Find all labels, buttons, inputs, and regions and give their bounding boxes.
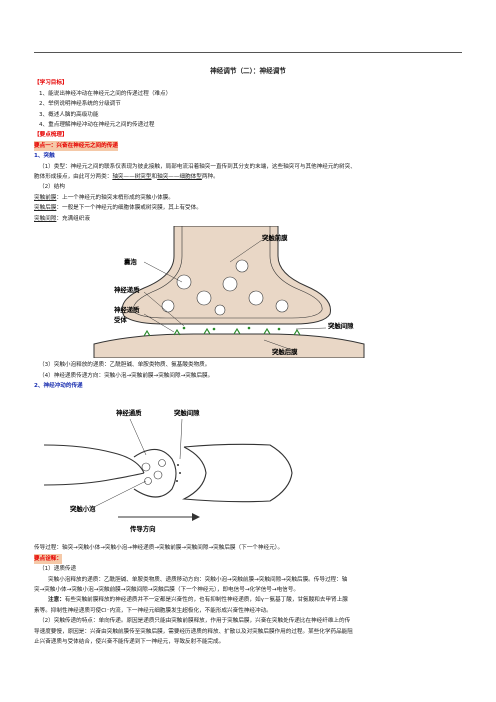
terminal-bulb [133, 449, 177, 498]
sub1-title: 1、突触 [34, 153, 55, 160]
presynaptic-terminal [121, 225, 331, 325]
type-axosomatic: 轴突——细胞体型 [157, 174, 202, 181]
impulse-diagram: 神经通质 突触间隙 突触小泡 传导方向 [34, 393, 462, 541]
post-membrane-label: 突触后膜 [34, 205, 57, 212]
post-membrane-line: 突触后膜：一般是下一个神经元的细胞体膜或树突膜，其上有受体。 [34, 203, 462, 213]
note-line2: 素等。抑制性神经递质可使Cl⁻内流，下一神经元细胞膜发生超极化，不能形成兴奋性神… [34, 607, 272, 614]
page-title: 神经调节（二）：神经调节 [210, 67, 286, 75]
cleft-label: 突触间隙 [34, 215, 57, 222]
transmit-process: 传导过程：轴突→突触小体→突触小泡→神经递质→突触前膜→突触间隙→突触后膜（下一… [34, 545, 284, 552]
exp2-line1: （2）突触传递的特点：单向传递。原因是递质只能由突触前膜释放，作用于突触后膜，兴… [39, 618, 351, 625]
axon-upper [43, 444, 145, 474]
points-header: 【要点梳理】 [34, 132, 68, 139]
header-rule [34, 52, 462, 53]
label-receptor-1: 神经递质 [114, 305, 140, 314]
exp2-line3: 止兴奋递质与受体结合，使兴奋不能传递到下一神经元，导致反射不能完成。 [34, 638, 225, 645]
para1-and: 和 [151, 174, 158, 181]
pre-membrane-text: ：上一个神经元的轴突末梢形成的突触小体膜。 [56, 194, 174, 201]
postsynaptic-membrane [93, 333, 365, 359]
transmitter-dots-2 [176, 464, 181, 483]
step3: （3）突触小泡释放的递质：乙酰胆碱、单胺类物质、氨基酸类物质。 [39, 362, 211, 369]
goal-item: 4、重点理解神经冲动在神经元之间的传递过程 [39, 122, 155, 129]
pre-membrane-line: 突触前膜：上一个神经元的轴突末梢形成的突触小体膜。 [34, 193, 462, 203]
step4: （4）神经递质传递方向：突触小泡→突触前膜→突触间隙→突触后膜。 [39, 372, 214, 379]
receptors [143, 327, 301, 337]
exp1-title: （1）递质传递 [39, 566, 77, 573]
type-axodendritic: 轴突——树突型 [112, 174, 152, 181]
point1-title: 要点一：兴奋在神经元之间的传递 [34, 140, 118, 152]
label-vesicle-2: 突触小泡 [70, 504, 96, 513]
cleft-line: 突触间隙：充满组织液 [34, 214, 462, 224]
axon-lower [43, 472, 145, 486]
vesicles [161, 259, 289, 316]
para1-end: 两种。 [201, 174, 219, 181]
goal-item: 1、能说出神经冲动在神经元之间的传递过程（难点） [39, 90, 172, 97]
synapse-diagram: 突触前膜 囊泡 神经递质 神经递质 受体 突触间隙 突触后膜 [34, 225, 462, 359]
goal-item: 2、举例说明神经系统的分级调节 [39, 101, 121, 108]
goal-item: 3、概述人脑的高级功能 [39, 111, 99, 118]
label-post-membrane: 突触后膜 [272, 347, 298, 356]
explain-title: 要点诠释： [34, 553, 62, 565]
document-body: 神经调节（二）：神经调节 【学习目标】 1、能说出神经冲动在神经元之间的传递过程… [34, 66, 462, 647]
cleft-text: ：充满组织液 [56, 215, 90, 222]
vesicles-2 [141, 459, 166, 486]
transmitter-dots [182, 326, 281, 331]
label-cleft-2: 突触间隙 [174, 408, 200, 417]
label-pre-membrane: 突触前膜 [262, 233, 288, 242]
pre-membrane-label: 突触前膜 [34, 194, 57, 201]
para1-line2: 胞体形成接点，由此可分两类：轴突——树突型和轴突——细胞体型两种。 [34, 172, 462, 182]
struct-title: （2）结构 [39, 184, 65, 191]
exp1-body1: 突触小泡释放的递质：乙酰胆碱、单胺类物质、递质移动方向：突触小泡→突触前膜→突触… [48, 576, 348, 583]
sub2-title: 2、神经冲动的传递 [34, 382, 83, 389]
note-body1: 有些突触前膜释放的神经递质并不一定都是兴奋性的，也有抑制性神经递质，如γ－氨基丁… [64, 597, 348, 604]
label-end: 神经通质 [116, 408, 142, 417]
post-membrane-text: ：一般是下一个神经元的细胞体膜或树突膜，其上有受体。 [56, 205, 202, 212]
para1-text: 胞体形成接点，由此可分两类： [34, 174, 113, 181]
para1-line1: （1）类型：神经元之间的联系仅表现为彼此接触，局部电流沿着轴突一直传到其分支的末… [39, 163, 356, 170]
label-vesicle: 囊泡 [123, 257, 137, 266]
label-transmitter: 神经递质 [114, 285, 140, 294]
post-neuron [182, 444, 293, 503]
note-line1: 注意：有些突触前膜释放的神经递质并不一定都是兴奋性的，也有抑制性神经递质，如γ－… [34, 595, 462, 605]
exp2-line2: 导速度要慢，原因是：兴奋由突触前膜传至突触后膜，需要经历递质的释放、扩散以及对突… [34, 628, 353, 635]
label-receptor-2: 受体 [114, 315, 127, 324]
exp1-body2: 突→突触小体→突触小泡→突触前膜→突触间隙→突触后膜（下一个神经元），即电信号→… [34, 586, 299, 593]
label-direction: 传导方向 [129, 524, 156, 533]
note-label: 注意： [48, 597, 65, 604]
label-cleft: 突触间隙 [328, 321, 354, 330]
goals-header: 【学习目标】 [34, 80, 68, 87]
